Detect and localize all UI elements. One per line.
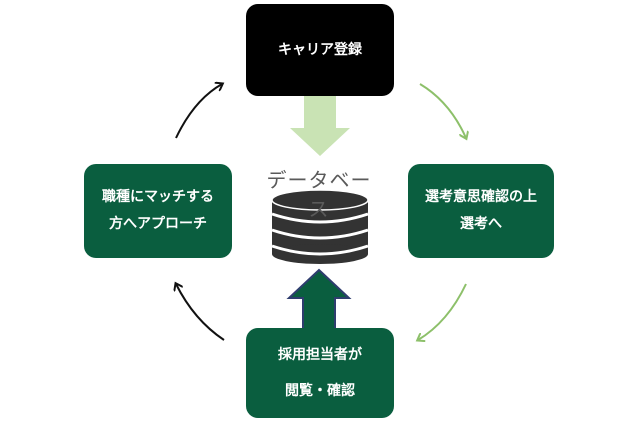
arrow-top-to-right bbox=[419, 83, 466, 138]
database-label: データベース bbox=[266, 168, 372, 221]
node-recruiter-review: 採用担当者が 閲覧・確認 bbox=[246, 328, 394, 418]
node-label-line: 採用担当者が bbox=[278, 346, 362, 363]
node-label-line: 方へアプローチ bbox=[109, 216, 207, 232]
node-label-line: キャリア登録 bbox=[278, 41, 362, 58]
arrow-left-to-top bbox=[175, 84, 222, 139]
node-selection-confirmation: 選考意思確認の上 選考へ bbox=[408, 164, 554, 258]
arrow-bottom-to-left bbox=[176, 284, 225, 341]
node-label-line: 選考へ bbox=[460, 216, 502, 232]
arrow-right-to-bottom bbox=[418, 283, 467, 340]
node-career-registration: キャリア登録 bbox=[246, 4, 394, 96]
database-icon bbox=[271, 189, 369, 264]
arrow-down-into-database bbox=[290, 96, 350, 156]
arrow-up-from-database bbox=[286, 268, 352, 331]
node-label-line: 職種にマッチする bbox=[102, 189, 214, 206]
node-label-line: 選考意思確認の上 bbox=[425, 189, 537, 206]
node-approach-matching: 職種にマッチする 方へアプローチ bbox=[84, 164, 232, 258]
node-label-line: 閲覧・確認 bbox=[285, 383, 355, 399]
